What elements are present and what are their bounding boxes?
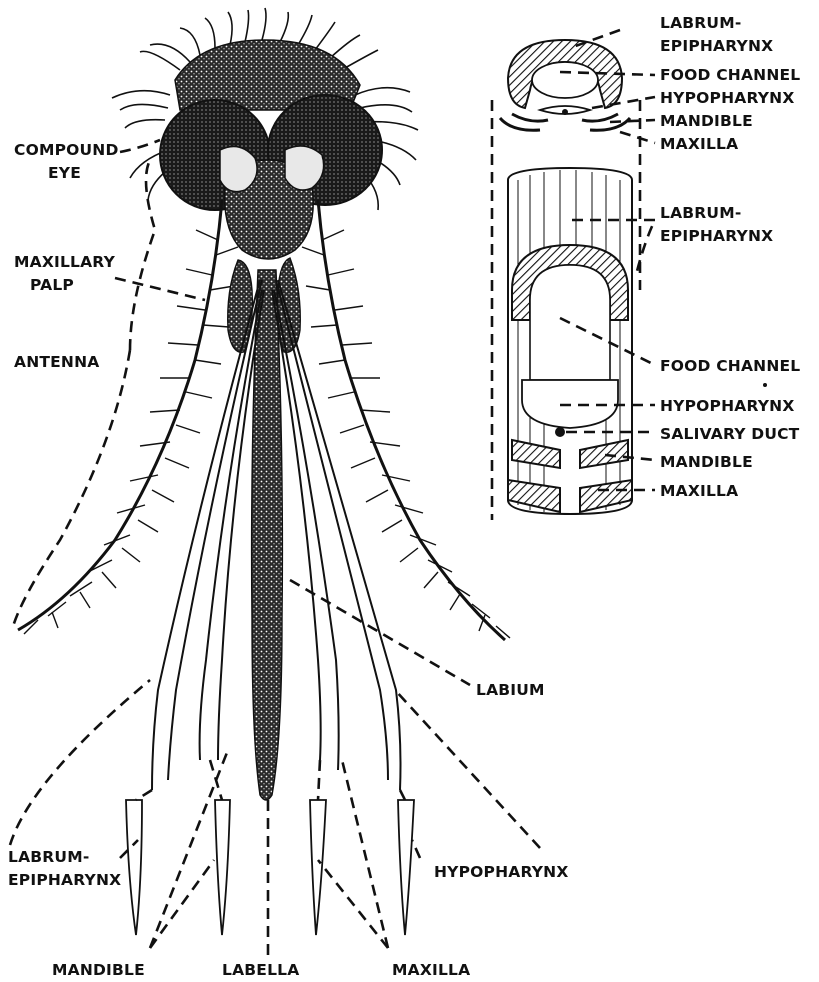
tip-hypopharynx (398, 800, 414, 935)
label-section-mandible: MANDIBLE (660, 112, 753, 130)
label-labella-bottom: LABELLA (222, 961, 299, 979)
label-cutaway-labrum-1: LABRUM- (660, 204, 741, 222)
label-compound-eye-1: COMPOUND (14, 141, 119, 159)
label-cutaway-food-channel: FOOD CHANNEL (660, 357, 800, 375)
tip-labrum (126, 800, 142, 935)
label-cutaway-salivary-duct: SALIVARY DUCT (660, 425, 800, 443)
label-cutaway-hypopharynx: HYPOPHARYNX (660, 397, 795, 415)
label-labrum-bottom-1: LABRUM- (8, 848, 89, 866)
tip-maxilla (310, 800, 326, 935)
right-antenna (302, 200, 510, 640)
label-cutaway-maxilla: MAXILLA (660, 482, 738, 500)
label-compound-eye-2: EYE (48, 164, 81, 182)
label-labium: LABIUM (476, 681, 545, 699)
label-mandible-bottom: MANDIBLE (52, 961, 145, 979)
labium-sheath (252, 270, 283, 800)
label-hypopharynx-bottom: HYPOPHARYNX (434, 863, 569, 881)
section-food-channel (532, 62, 598, 98)
proboscis (152, 270, 401, 800)
label-section-labrum-1: LABRUM- (660, 14, 741, 32)
tip-mandible (215, 800, 230, 935)
mosquito-head (112, 8, 418, 259)
cutaway-salivary-duct (555, 427, 565, 437)
label-section-hypopharynx: HYPOPHARYNX (660, 89, 795, 107)
label-cutaway-mandible: MANDIBLE (660, 453, 753, 471)
cross-section (500, 40, 630, 130)
label-maxilla-bottom: MAXILLA (392, 961, 470, 979)
label-section-food-channel: FOOD CHANNEL (660, 66, 800, 84)
label-maxillary-palp-2: PALP (30, 276, 74, 294)
label-antenna: ANTENNA (14, 353, 99, 371)
section-maxillae (500, 118, 630, 130)
label-labrum-bottom-2: EPIPHARYNX (8, 871, 121, 889)
label-section-maxilla: MAXILLA (660, 135, 738, 153)
label-cutaway-labrum-2: EPIPHARYNX (660, 227, 773, 245)
section-mandibles (512, 114, 618, 121)
label-maxillary-palp-1: MAXILLARY (14, 253, 116, 271)
label-section-labrum-2: EPIPHARYNX (660, 37, 773, 55)
